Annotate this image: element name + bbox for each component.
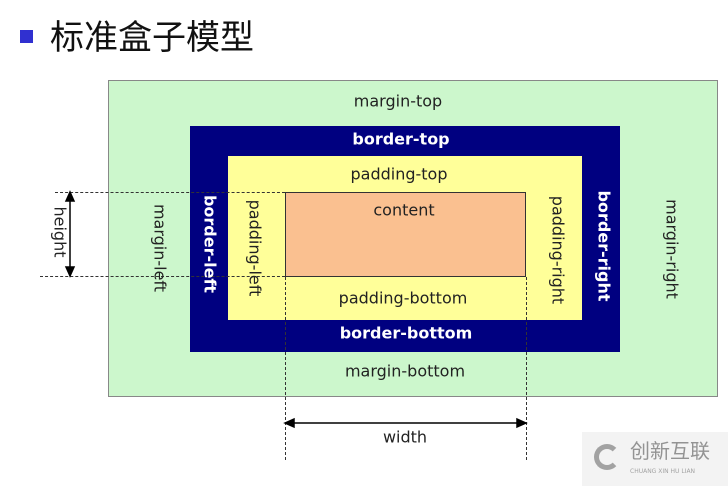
border-left-label: border-left (200, 194, 220, 294)
watermark-logo: 创新互联 CHUANG XIN HU LIAN (582, 432, 728, 486)
content-label: content (373, 200, 435, 220)
height-label: height (50, 206, 70, 258)
border-top-label: border-top (352, 129, 450, 149)
padding-top-label: padding-top (350, 164, 448, 184)
margin-right-label: margin-right (662, 199, 682, 299)
padding-left-label: padding-left (245, 199, 265, 297)
logo-icon (594, 444, 620, 470)
watermark-name: 创新互联 (630, 439, 710, 463)
margin-left-label: margin-left (150, 203, 170, 293)
height-bottom-guide (40, 276, 285, 277)
margin-bottom-label: margin-bottom (344, 361, 466, 381)
content-box (285, 192, 526, 277)
margin-top-label: margin-top (353, 91, 443, 111)
padding-bottom-label: padding-bottom (338, 288, 468, 308)
title-bullet (20, 30, 33, 43)
height-top-guide (55, 192, 285, 193)
border-right-label: border-right (594, 190, 614, 302)
watermark-sub: CHUANG XIN HU LIAN (630, 468, 696, 475)
border-bottom-label: border-bottom (339, 323, 473, 343)
width-label: width (382, 427, 428, 447)
width-right-guide (526, 277, 527, 460)
width-left-guide (285, 277, 286, 460)
padding-right-label: padding-right (548, 195, 568, 305)
page-title: 标准盒子模型 (50, 18, 254, 58)
